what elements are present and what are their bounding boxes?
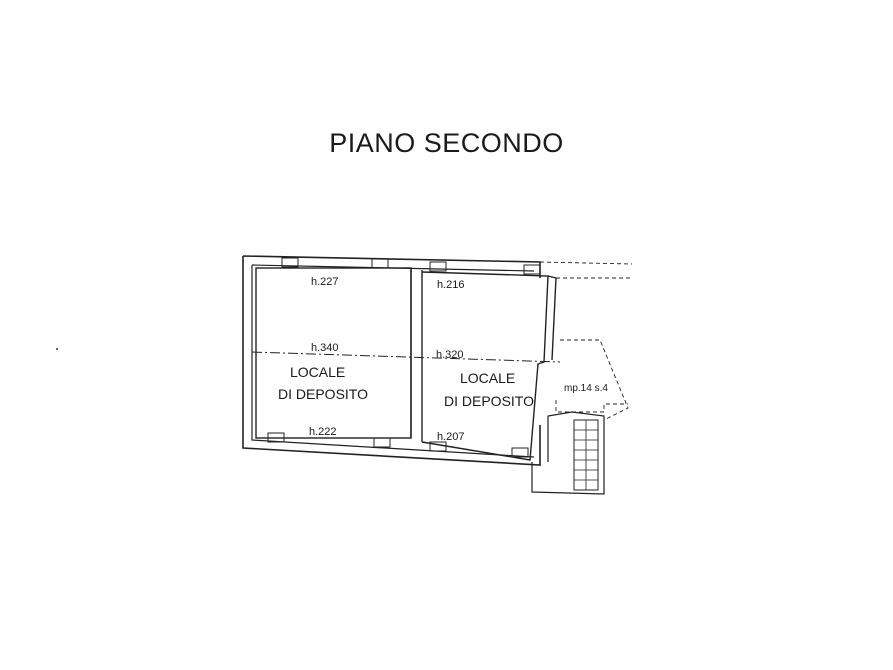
- window: [267, 432, 285, 443]
- window: [281, 257, 299, 268]
- adjacent-dashed: [539, 261, 633, 421]
- outer-wall-inner-line: [251, 264, 535, 458]
- window: [429, 441, 447, 452]
- stray-mark: [56, 348, 58, 350]
- stair-label: mp.14 s.4: [564, 383, 608, 394]
- window: [523, 264, 541, 275]
- room2-mid-height: h.320: [436, 349, 464, 361]
- window: [429, 261, 447, 272]
- outer-wall-outer-line: [242, 255, 541, 466]
- partition-wall: [410, 268, 423, 442]
- window: [373, 437, 391, 448]
- stair-treads: [574, 420, 598, 490]
- room1-mid-height: h.340: [311, 342, 339, 354]
- stair-outline: [531, 411, 605, 495]
- room2-name-line2: DI DEPOSITO: [444, 393, 534, 409]
- room1-bottom-height: h.222: [309, 426, 337, 438]
- section-line: [251, 351, 561, 363]
- room1-name-line2: DI DEPOSITO: [278, 386, 368, 402]
- room1-top-height: h.227: [311, 276, 339, 288]
- page-title: PIANO SECONDO: [329, 128, 564, 158]
- room1-name-line1: LOCALE: [290, 364, 345, 380]
- room2-name-line1: LOCALE: [460, 370, 515, 386]
- window: [371, 258, 389, 269]
- window: [511, 447, 529, 458]
- room2-bottom-height: h.207: [437, 431, 465, 443]
- landing-dashed: [555, 400, 628, 413]
- room2-top-height: h.216: [437, 279, 465, 291]
- room2-right-wall: [547, 275, 557, 361]
